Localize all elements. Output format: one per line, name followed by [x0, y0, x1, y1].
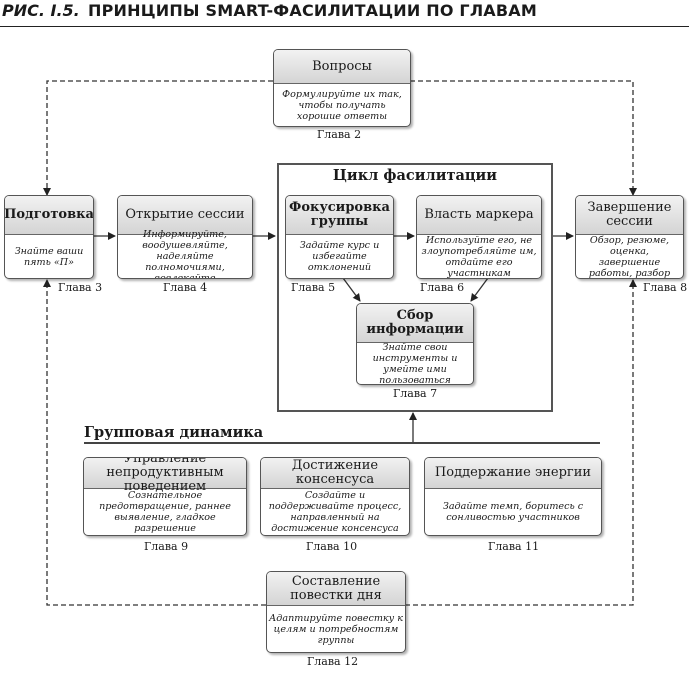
- consensus-text: Создайте и поддерживайте процесс, направ…: [268, 490, 402, 534]
- closing-text: Обзор, резюме, оценка, завершение работы…: [588, 234, 671, 279]
- opening-box: Открытие сессии Информируйте, воодушевля…: [117, 195, 253, 279]
- energy-text: Задайте темп, боритесь с сонливостью уча…: [442, 501, 584, 523]
- preparation-title: Подготовка: [5, 196, 93, 235]
- consensus-chapter: Глава 10: [306, 540, 358, 553]
- collect-title: Сбор информации: [357, 304, 473, 343]
- opening-title: Открытие сессии: [118, 196, 252, 235]
- energy-title: Поддержание энергии: [425, 458, 601, 489]
- facilitation-cycle-title: Цикл фасилитации: [332, 167, 498, 184]
- marker-text: Используйте его, не злоупотребляйте им, …: [421, 234, 537, 279]
- group-dynamics-title: Групповая динамика: [84, 424, 264, 441]
- figure-number: РИС. I.5.: [2, 1, 80, 20]
- marker-chapter: Глава 6: [420, 281, 465, 294]
- closing-title: Завершение сессии: [576, 196, 683, 235]
- focus-box: Фокусировка группы Задайте курс и избега…: [285, 195, 394, 279]
- collect-chapter: Глава 7: [393, 387, 438, 400]
- dysfunction-title: Управление непродуктивным поведением: [84, 458, 246, 494]
- focus-chapter: Глава 5: [291, 281, 336, 294]
- preparation-text: Знайте ваши пять «П»: [14, 245, 84, 268]
- agenda-chapter: Глава 12: [307, 655, 359, 668]
- dashed-connector-bottom: [43, 279, 266, 606]
- arrow-marker-collect: [470, 277, 489, 302]
- focus-text: Задайте курс и избегайте отклонений: [299, 240, 380, 273]
- facilitation-cycle-frame: [277, 163, 553, 412]
- dashed-connector-bottom-right: [405, 279, 637, 606]
- agenda-box: Составление повестки дня Адаптируйте пов…: [266, 571, 406, 653]
- dashed-connector-top: [43, 80, 273, 196]
- opening-text: Информируйте, воодушевляйте, наделяйте п…: [142, 229, 228, 279]
- dysfunction-chapter: Глава 9: [144, 540, 189, 553]
- closing-box: Завершение сессии Обзор, резюме, оценка,…: [575, 195, 684, 279]
- consensus-title: Достижение консенсуса: [261, 458, 409, 489]
- energy-box: Поддержание энергии Задайте темп, борите…: [424, 457, 602, 536]
- marker-title: Власть маркера: [417, 196, 541, 235]
- collect-box: Сбор информации Знайте свои инструменты …: [356, 303, 474, 385]
- questions-text: Формулируйте их так, чтобы получать хоро…: [282, 88, 402, 122]
- arrow-focus-collect: [342, 277, 361, 302]
- figure-header: РИС. I.5. ПРИНЦИПЫ SMART-ФАСИЛИТАЦИИ ПО …: [0, 0, 689, 27]
- consensus-box: Достижение консенсуса Создайте и поддерж…: [260, 457, 410, 536]
- questions-box: Вопросы Формулируйте их так, чтобы получ…: [273, 49, 411, 127]
- marker-box: Власть маркера Используйте его, не злоуп…: [416, 195, 542, 279]
- agenda-text: Адаптируйте повестку к целям и потребнос…: [269, 612, 403, 646]
- questions-title: Вопросы: [274, 50, 410, 84]
- collect-text: Знайте свои инструменты и умейте ими пол…: [372, 341, 458, 385]
- questions-chapter: Глава 2: [317, 128, 362, 141]
- preparation-box: Подготовка Знайте ваши пять «П»: [4, 195, 94, 279]
- dysfunction-text: Сознательное предотвращение, раннее выяв…: [99, 490, 231, 534]
- figure-title: ПРИНЦИПЫ SMART-ФАСИЛИТАЦИИ ПО ГЛАВАМ: [88, 1, 537, 20]
- preparation-chapter: Глава 3: [58, 281, 103, 294]
- closing-chapter: Глава 8: [643, 281, 688, 294]
- agenda-title: Составление повестки дня: [267, 572, 405, 606]
- dashed-connector-top-right: [410, 80, 637, 196]
- dysfunction-box: Управление непродуктивным поведением Соз…: [83, 457, 247, 536]
- energy-chapter: Глава 11: [488, 540, 540, 553]
- opening-chapter: Глава 4: [163, 281, 208, 294]
- focus-title: Фокусировка группы: [286, 196, 393, 235]
